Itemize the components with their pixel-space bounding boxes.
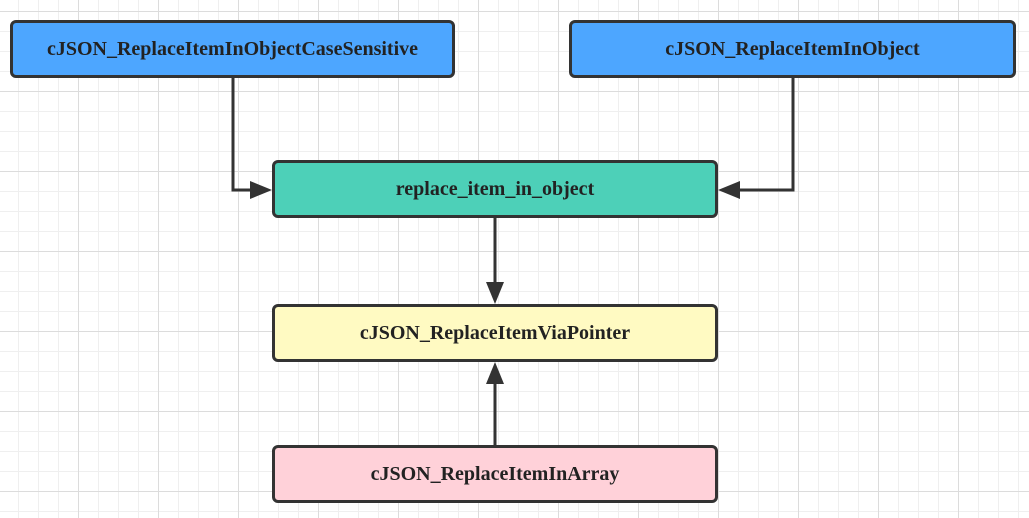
node-replace-item-in-object: replace_item_in_object — [272, 160, 718, 218]
arrowhead-up — [486, 362, 504, 384]
arrowhead-left — [718, 181, 740, 199]
node-cjson-replace-item-in-array: cJSON_ReplaceItemInArray — [272, 445, 718, 503]
node-cjson-replace-item-in-object-case-sensitive: cJSON_ReplaceItemInObjectCaseSensitive — [10, 20, 455, 78]
node-cjson-replace-item-in-object: cJSON_ReplaceItemInObject — [569, 20, 1016, 78]
edge-replace-item-in-object-api-to-replace-item-in-object — [734, 78, 795, 192]
node-cjson-replace-item-via-pointer: cJSON_ReplaceItemViaPointer — [272, 304, 718, 362]
arrowhead-right — [250, 181, 272, 199]
arrowhead-down — [486, 282, 504, 304]
edge-case-sensitive-to-replace-item-in-object — [231, 78, 256, 192]
